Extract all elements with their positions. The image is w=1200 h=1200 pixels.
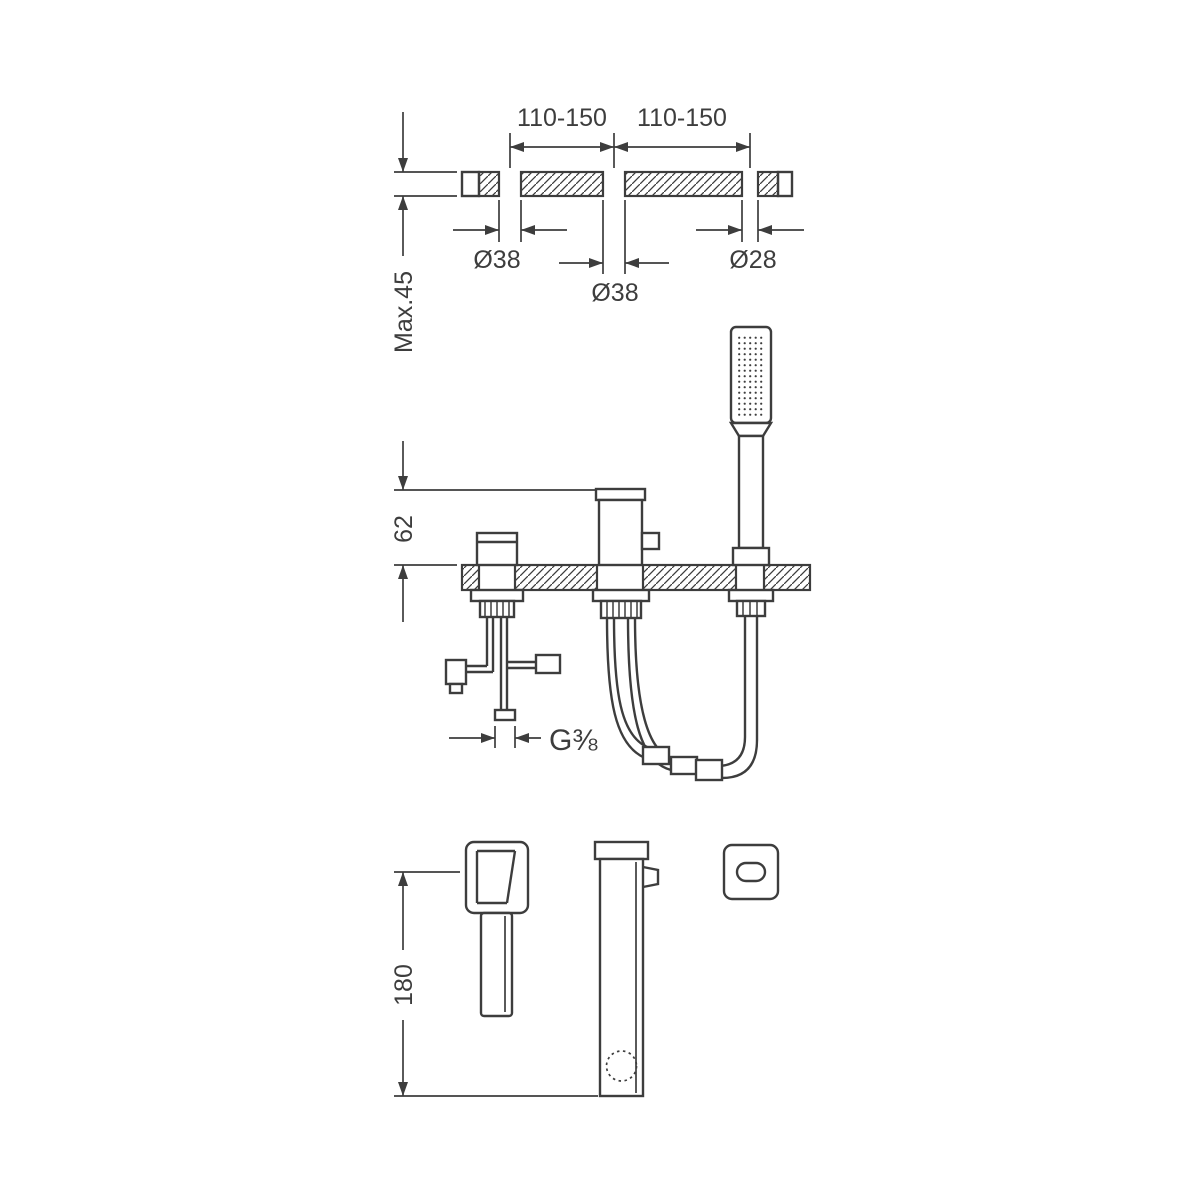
dim-label-max-thickness: Max.45	[390, 271, 418, 353]
dim-hole-diameter-left: Ø38	[453, 200, 567, 274]
dim-hole-spacing: 110-150 110-150	[509, 104, 751, 168]
dim-label-span-left: 110-150	[517, 104, 607, 132]
deck-side-section	[460, 563, 812, 592]
dim-label-span-right: 110-150	[637, 104, 727, 132]
dim-hole-diameter-right: Ø28	[696, 200, 804, 274]
escutcheon-slot	[735, 861, 767, 883]
escutcheon-front-view	[722, 843, 780, 901]
dim-height-above-deck: 62	[390, 441, 596, 622]
handle-front-view	[464, 840, 530, 1018]
spout-side-view	[591, 487, 699, 776]
handle-side-view	[444, 531, 562, 722]
handshower-side-view	[694, 325, 775, 782]
dim-label-dia-left: Ø38	[473, 246, 520, 274]
diverter-knob-side	[640, 531, 661, 551]
dim-connection-thread: G⅜	[449, 724, 598, 757]
dim-hole-diameter-center: Ø38	[559, 200, 669, 307]
diverter-tab-front	[642, 865, 660, 889]
dim-label-dia-center: Ø38	[591, 279, 638, 307]
hose-fitting	[641, 745, 671, 766]
spout-front-view	[593, 840, 660, 1098]
hose-fitting	[669, 755, 699, 776]
deck-cross-section-top	[460, 170, 794, 198]
dim-deck-thickness: Max.45	[390, 112, 457, 353]
dim-label-dia-right: Ø28	[729, 246, 776, 274]
aerator-outlet	[605, 1050, 638, 1082]
dim-label-height-180: 180	[390, 964, 418, 1006]
dim-label-thread: G⅜	[549, 724, 598, 757]
spray-face-dots	[738, 334, 764, 416]
hose-fitting	[694, 758, 724, 782]
dim-label-height-62: 62	[390, 515, 418, 543]
installed-side-view	[444, 325, 812, 782]
front-views	[464, 840, 780, 1098]
dim-component-height: 180	[390, 871, 598, 1097]
